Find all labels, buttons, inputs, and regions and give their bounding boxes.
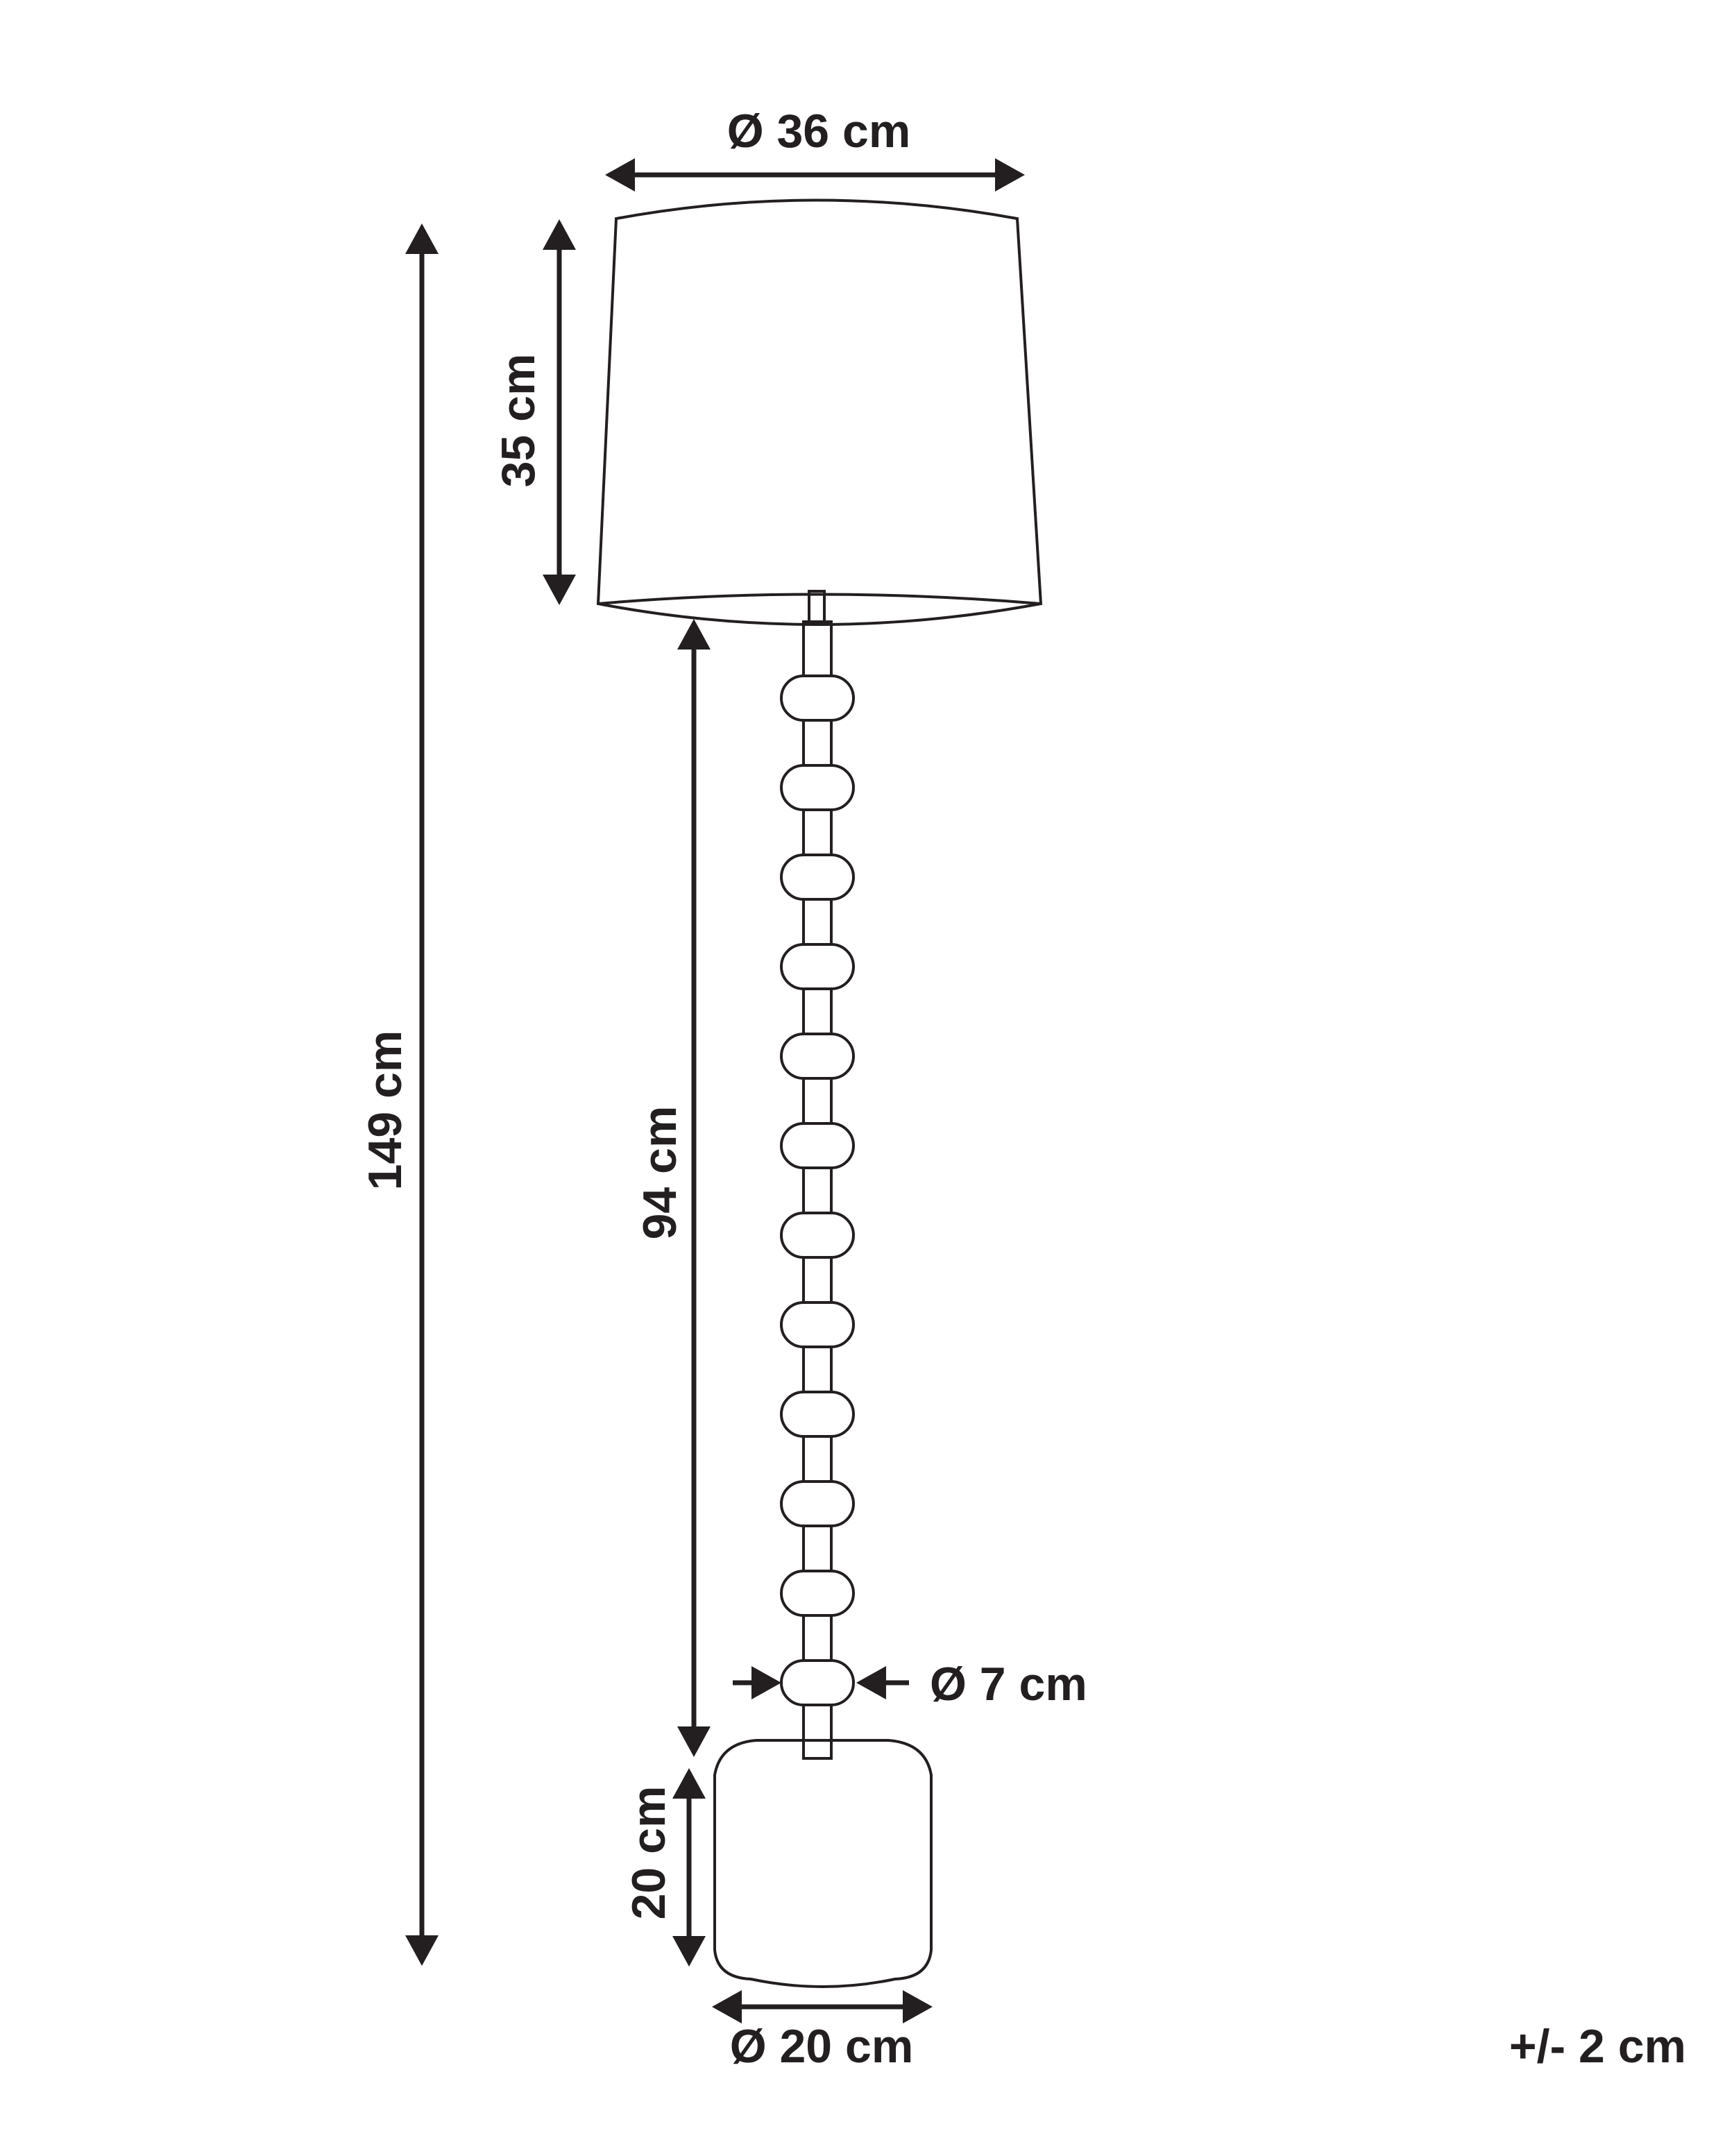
stem-height-arrow [677, 619, 711, 1757]
lamp-shade [596, 198, 1043, 626]
stem-bead [780, 1391, 855, 1438]
stem-height-label: 94 cm [634, 1106, 686, 1240]
shade-diameter-label: Ø 36 cm [727, 105, 911, 158]
stem-bead [780, 1033, 855, 1080]
base-height-label: 20 cm [622, 1786, 675, 1920]
lamp-stem [802, 590, 833, 1760]
stem-bead [780, 1122, 855, 1169]
shade-height-label: 35 cm [492, 354, 545, 488]
stem-bead [780, 764, 855, 811]
base-diameter-label: Ø 20 cm [730, 2020, 914, 2073]
bead-diameter-label: Ø 7 cm [930, 1658, 1087, 1711]
lamp-base [713, 1739, 933, 1988]
stem-bead [780, 1301, 855, 1348]
stem-bead [780, 1570, 855, 1617]
stem-bead [780, 1659, 855, 1706]
total-height-arrow [405, 223, 439, 1966]
stem-bead [780, 1212, 855, 1259]
stem-bead [780, 854, 855, 901]
stem-bead [780, 674, 855, 722]
base-height-arrow [672, 1768, 706, 1967]
stem-beads [780, 674, 855, 1706]
base-diameter-arrow [712, 1990, 933, 2023]
shade-diameter-arrow [605, 158, 1025, 192]
tolerance-note: +/- 2 cm [1509, 2020, 1686, 2073]
stem-bead [780, 1480, 855, 1527]
shade-height-arrow [543, 219, 576, 605]
bead-diameter-arrows [733, 1666, 909, 1699]
stem-bead [780, 943, 855, 990]
total-height-label: 149 cm [359, 1030, 411, 1191]
